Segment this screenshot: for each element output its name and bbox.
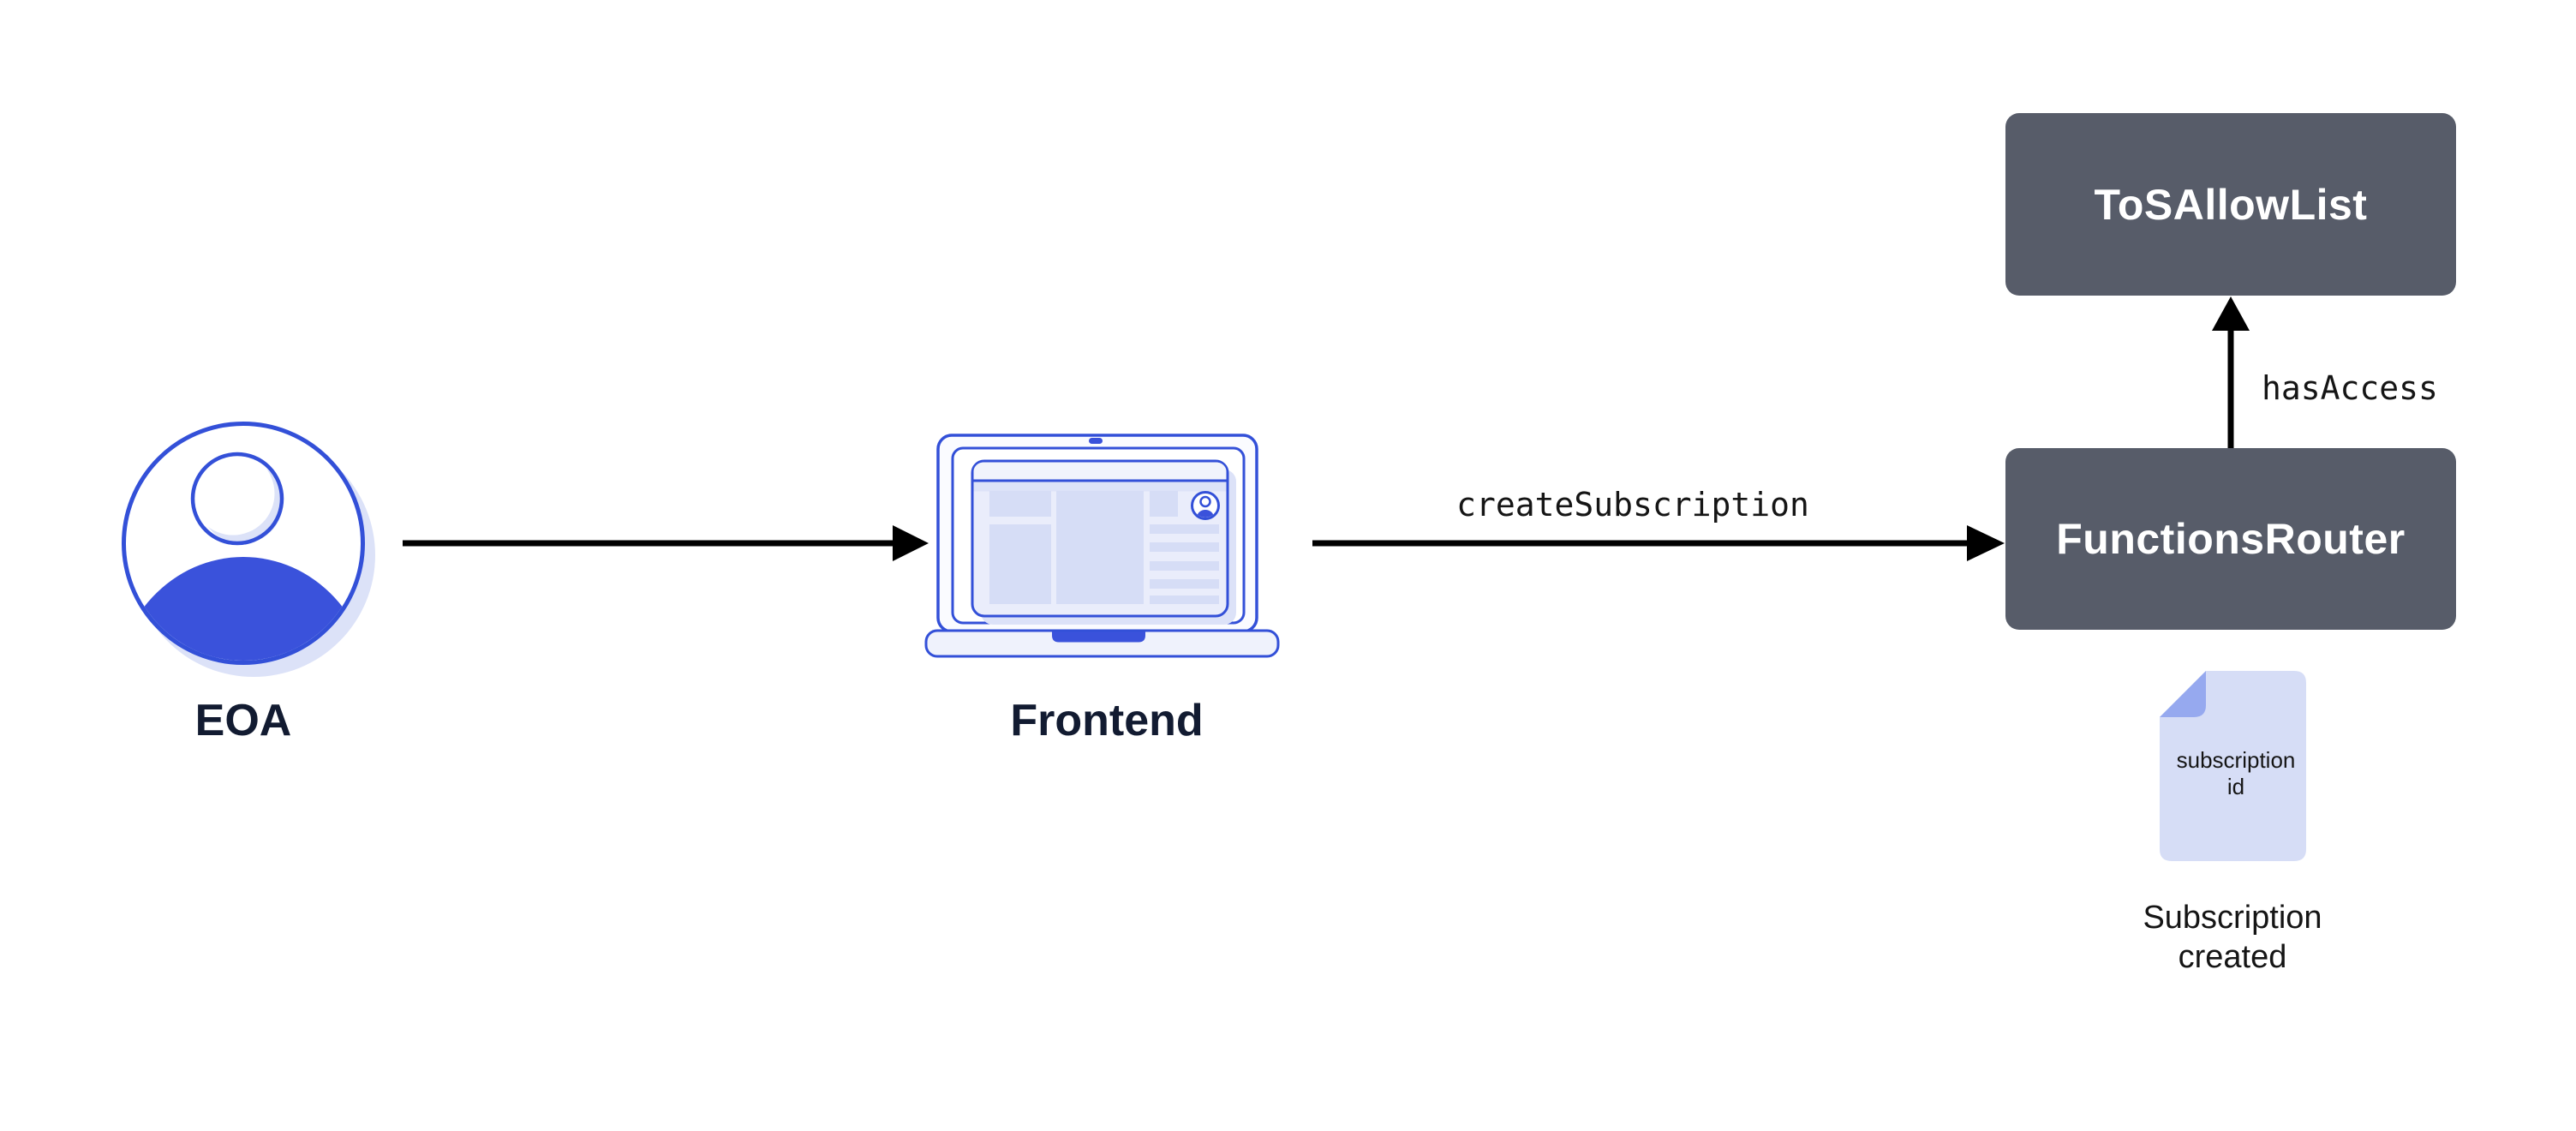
edge-label-create-subscription: createSubscription <box>1456 486 1809 524</box>
edge-label-has-access: hasAccess <box>2262 369 2438 407</box>
node-tos-allow-list: ToSAllowList <box>2005 113 2456 296</box>
laptop-camera <box>1089 438 1103 444</box>
laptop-base <box>924 629 1280 658</box>
node-functions-router: FunctionsRouter <box>2005 448 2456 630</box>
laptop-icon <box>924 434 1280 658</box>
avatar-shoulders <box>126 557 361 661</box>
laptop-notch <box>1052 631 1145 643</box>
window-user-icon <box>1191 491 1220 520</box>
subscription-created-caption: Subscription created <box>2143 900 2322 975</box>
document-fold <box>2160 671 2206 717</box>
functions-router-label: FunctionsRouter <box>2056 515 2406 563</box>
arrow-frontend-to-router <box>1312 525 2005 561</box>
eoa-node-label: EOA <box>194 696 292 745</box>
frontend-node-label: Frontend <box>1010 696 1204 745</box>
user-avatar-icon <box>122 422 375 677</box>
avatar-head <box>190 452 284 546</box>
tos-allow-list-label: ToSAllowList <box>2094 180 2368 229</box>
document-text: subscription id <box>2176 747 2296 799</box>
document-icon <box>2160 671 2306 861</box>
page-content-blocks <box>989 491 1219 604</box>
arrow-eoa-to-frontend <box>403 525 929 561</box>
arrow-router-to-tos <box>2212 296 2250 451</box>
document-page <box>2160 671 2306 861</box>
